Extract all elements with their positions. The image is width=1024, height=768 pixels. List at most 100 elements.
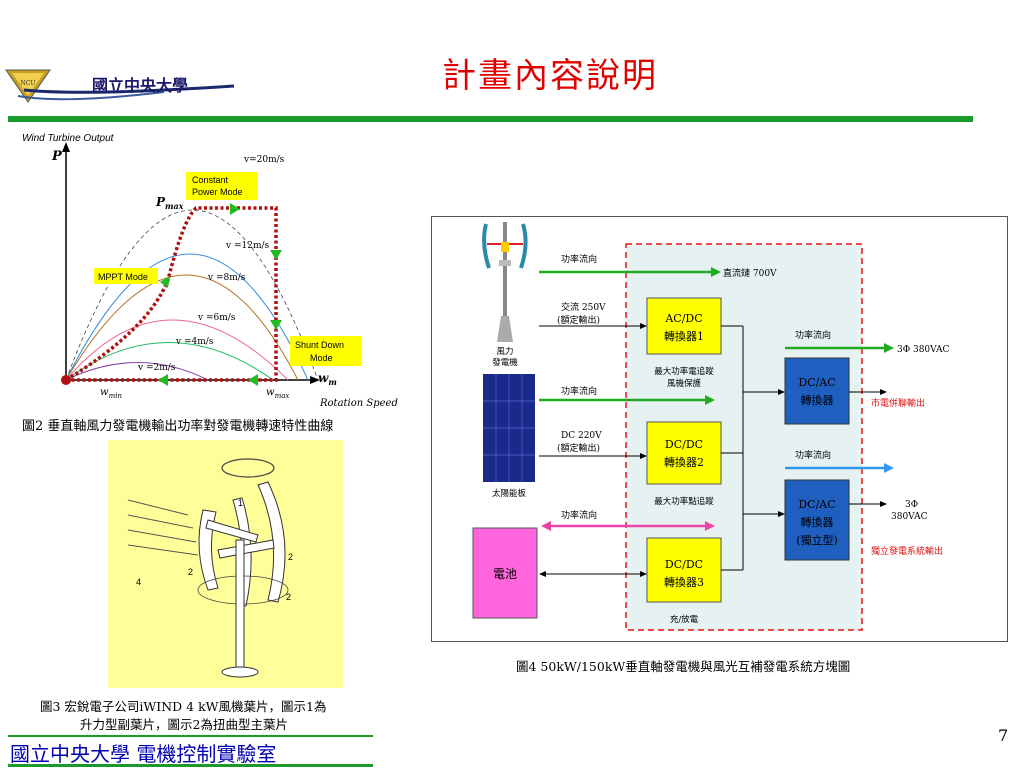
- acdc-1-label-1: AC/DC: [664, 312, 702, 325]
- dcdc-3-note: 充/放電: [670, 614, 699, 625]
- out-standalone-spec-1: 3Φ: [905, 500, 918, 510]
- acdc-converter-1: [646, 297, 722, 355]
- flow-arrow-solar-head: [705, 395, 715, 405]
- fig2-label-v6: v =6m/s: [197, 313, 236, 323]
- battery-label: 電池: [493, 567, 517, 581]
- dcac-2-label-1: DC/AC: [798, 498, 835, 511]
- fig2-box-mppt: [94, 268, 158, 284]
- logo: NCU: [4, 56, 244, 106]
- flow-label-4: 功率流向: [795, 449, 831, 461]
- dcac-2-label-2: 轉換器: [801, 516, 834, 529]
- fig4-block-diagram: 風力 發電機 太陽能板 電池 功率流向 直流鏈 700V 功率流向 功率流向 功…: [431, 216, 1008, 642]
- flow-label-5: 功率流向: [561, 509, 597, 521]
- fig2-label-v2: v =2m/s: [137, 363, 176, 373]
- dcac-converter-grid: [784, 357, 850, 425]
- battery-box: [472, 527, 538, 619]
- fig2-xlabel: Rotation Speed: [319, 398, 398, 409]
- logo-university-name: 國立中央大學: [92, 76, 189, 95]
- fig2-curve-v2: [65, 362, 209, 381]
- wind-arrow-1: [127, 499, 189, 516]
- wire-battery-head-left: [539, 571, 546, 577]
- wind-arrow-2: [127, 514, 194, 529]
- fig2-box-constant-power: [186, 172, 258, 200]
- flow-arrow-dc-link-head: [711, 267, 721, 277]
- fig2-operating-path: [65, 206, 278, 382]
- out-grid-head: [880, 389, 887, 395]
- fig2-arrow-return-1: [248, 374, 258, 386]
- wire-dc-in-head: [640, 453, 647, 459]
- fig2-origin-point: [61, 375, 71, 385]
- out-grid-spec: 3Φ 380VAC: [897, 345, 950, 355]
- flow-label-1: 功率流向: [561, 253, 597, 265]
- fig3-caption-line2: 升力型副葉片，圖示2為扭曲型主葉片: [80, 717, 288, 732]
- fig3-label-2a: 2: [188, 567, 193, 577]
- dc-in-label-2: (額定輸出): [557, 442, 600, 454]
- turbine-label-1: 風力: [496, 346, 513, 357]
- dcdc-converter-2: [646, 421, 722, 485]
- fig2-arrow-mppt: [160, 276, 170, 288]
- fig2-arrow-down-2: [270, 320, 282, 330]
- fig2-box-shunt-down: [290, 336, 362, 366]
- fig2-curve-v4: [65, 342, 274, 381]
- fig4-caption: 圖4 50kW/150kW垂直軸發電機與風光互補發電系統方塊圖: [516, 659, 851, 674]
- dcac-converter-standalone: [784, 479, 850, 561]
- fig3-turbine-illustration: 1 2 2 2 4: [108, 440, 343, 688]
- fig2-box-shunt-line1: Shunt Down: [295, 340, 344, 350]
- footer-lab-name: 國立中央大學 電機控制實驗室: [10, 742, 277, 766]
- footer-divider-top: [8, 735, 373, 737]
- fig2-arrow-return-2: [158, 374, 168, 386]
- fig2-box-shunt-line2: Mode: [310, 353, 333, 363]
- dcdc-2-note: 最大功率點追蹤: [654, 496, 714, 507]
- flow-arrow-battery-head-right: [705, 521, 715, 531]
- dcdc-2-label-2: 轉換器2: [664, 456, 704, 469]
- fig2-box-constant-line2: Power Mode: [192, 187, 243, 197]
- dcdc-3-label-2: 轉換器3: [664, 576, 704, 589]
- fig3-label-2b: 2: [288, 552, 293, 562]
- acdc-1-label-2: 轉換器1: [664, 330, 704, 343]
- solar-panel-icon: [483, 374, 535, 482]
- wire-ac-in-head: [640, 323, 647, 329]
- flow-arrow-grid-head: [884, 343, 894, 353]
- fig3-label-4: 4: [136, 577, 141, 587]
- bus-to-dcac1-head: [778, 389, 785, 395]
- fig2-label-v20: v=20m/s: [243, 155, 285, 165]
- fig2-arrow-down-1: [270, 250, 282, 260]
- fig3-caption-line1: 圖3 宏銳電子公司iWIND 4 kW風機葉片，圖示1為: [40, 699, 327, 714]
- fig2-p-label: P: [51, 149, 63, 164]
- slide-title: 計畫內容說明: [442, 56, 658, 96]
- turbine-label-2: 發電機: [492, 357, 518, 368]
- out-grid-label: 市電併聯輸出: [871, 397, 925, 409]
- page-number: 7: [998, 726, 1009, 745]
- out-standalone-label: 獨立發電系統輸出: [871, 545, 943, 557]
- fig2-ylabel: Wind Turbine Output: [22, 133, 115, 144]
- turbine-mast: [235, 539, 245, 671]
- wire-battery-head-right: [640, 571, 647, 577]
- blade-main-2: [257, 481, 286, 603]
- blade-lift-1: [205, 519, 259, 543]
- fig3-label-2c: 2: [286, 592, 291, 602]
- wind-turbine-icon: [482, 222, 528, 342]
- fig2-curve-v8: [65, 274, 299, 381]
- flow-label-3: 功率流向: [795, 329, 831, 341]
- fig2-label-v12: v =12m/s: [225, 241, 270, 251]
- header-divider: [8, 116, 973, 122]
- fig2-wmax-label: wmax: [266, 387, 289, 400]
- fig2-arrow-constant: [230, 203, 240, 215]
- dc-in-label-1: DC 220V: [561, 431, 602, 441]
- ac-in-label-2: (額定輸出): [557, 314, 600, 326]
- fig2-wm-label: wm: [318, 371, 337, 387]
- out-standalone-spec-2: 380VAC: [891, 512, 928, 522]
- fig2-curve-v6: [65, 319, 289, 381]
- fig3-label-1: 1: [238, 498, 243, 508]
- bus-to-dcac2-head: [778, 511, 785, 517]
- dcac-2-label-3: (獨立型): [796, 533, 838, 547]
- out-standalone-head: [880, 501, 887, 507]
- dcac-1-label-1: DC/AC: [798, 376, 835, 389]
- fig2-x-axis-arrow: [310, 376, 320, 384]
- dcac-1-label-2: 轉換器: [801, 394, 834, 407]
- flow-arrow-standalone-head: [884, 463, 894, 473]
- rotation-arrow-icon: [221, 458, 275, 478]
- flow-arrow-battery-head-left: [541, 521, 551, 531]
- fig2-wmin-label: wmin: [100, 387, 122, 400]
- fig2-y-axis-arrow: [62, 142, 70, 152]
